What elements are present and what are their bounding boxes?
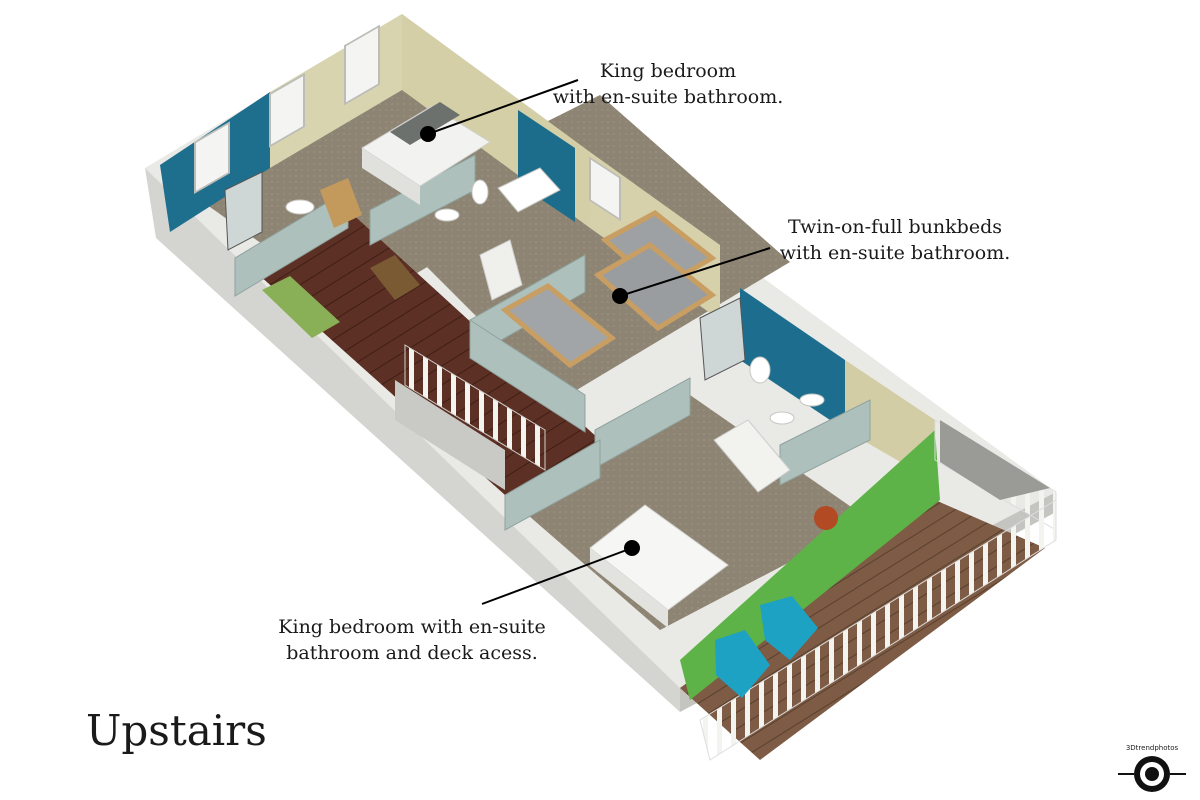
bed-king-top [361, 102, 491, 205]
watermark-logo [1118, 756, 1186, 792]
callout-king-bedroom-top: King bedroom with en-suite bathroom. [548, 58, 788, 110]
bathroom-fixtures [224, 167, 825, 425]
watermark-text: 3Dtrendphotos [1125, 744, 1179, 752]
bunkbed-lower [593, 241, 717, 332]
callout-line: Twin-on-full bunkbeds [787, 216, 1003, 238]
stair-railing [395, 344, 546, 490]
callout-line: King bedroom with en-suite [278, 616, 546, 638]
deck-railing [699, 419, 1057, 761]
callout-marker-king-top [420, 79, 579, 142]
callout-line: bathroom and deck acess. [286, 642, 538, 664]
callout-line: with en-suite bathroom. [552, 86, 784, 108]
callout-line: King bedroom [599, 60, 737, 82]
bed-king-bottom [589, 504, 729, 628]
callout-line: with en-suite bathroom. [779, 242, 1011, 264]
deck-chairs [715, 596, 818, 698]
callout-bunkbeds: Twin-on-full bunkbeds with en-suite bath… [765, 214, 1025, 266]
callout-marker-king-deck [481, 540, 640, 605]
callout-king-bedroom-deck: King bedroom with en-suite bathroom and … [262, 614, 562, 666]
interior-walls [234, 154, 871, 531]
bed-twin [500, 282, 617, 369]
misc-furniture [262, 178, 838, 530]
floor-title: Upstairs [86, 706, 267, 755]
windows [194, 24, 621, 222]
callout-marker-bunk [612, 247, 771, 304]
